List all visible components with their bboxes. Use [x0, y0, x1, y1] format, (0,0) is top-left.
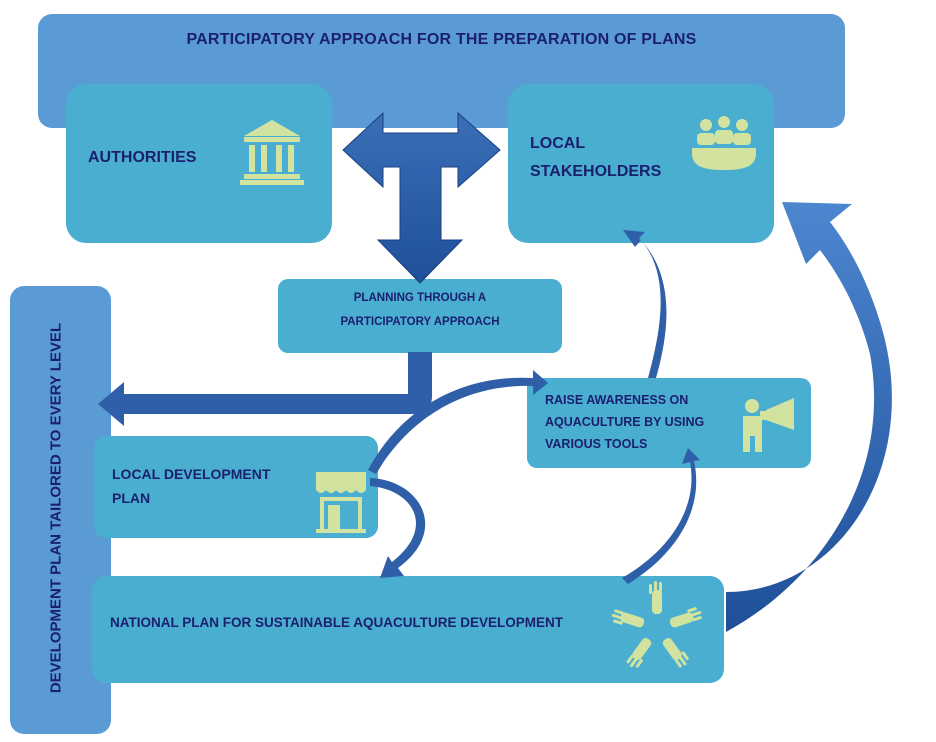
- localplan-to-awareness-arrow: [368, 370, 548, 474]
- raise-awareness-label-line3: VARIOUS TOOLS: [545, 437, 648, 451]
- local-plan-label-line2: PLAN: [112, 490, 151, 506]
- raise-awareness-label-line2: AQUACULTURE BY USING: [545, 415, 705, 429]
- t-double-arrow: [342, 111, 501, 284]
- joined-hands-icon: [611, 581, 702, 668]
- local-stakeholders-label-line1: LOCAL: [530, 135, 586, 152]
- planning-box: [278, 279, 562, 353]
- raise-awareness-label-line1: RAISE AWARENESS ON: [545, 393, 689, 407]
- national-plan-box: [92, 576, 724, 683]
- localplan-to-national-arrow: [370, 478, 426, 578]
- raise-awareness-box: [527, 378, 811, 468]
- planning-to-sidebar-arrow: [98, 352, 432, 426]
- authorities-label: AUTHORITIES: [88, 149, 197, 166]
- diagram-title: PARTICIPATORY APPROACH FOR THE PREPARATI…: [186, 31, 697, 48]
- national-to-awareness-arrow: [622, 448, 700, 584]
- national-to-stakeholders-arrow: [726, 202, 892, 632]
- planning-label-line1: PLANNING THROUGH A: [353, 292, 487, 304]
- local-stakeholders-label-line2: STAKEHOLDERS: [530, 163, 662, 180]
- authorities-box: [66, 84, 332, 243]
- national-plan-label: NATIONAL PLAN FOR SUSTAINABLE AQUACULTUR…: [110, 615, 563, 630]
- local-plan-label-line1: LOCAL DEVELOPMENT: [112, 466, 271, 482]
- planning-label-line2: PARTICIPATORY APPROACH: [340, 316, 500, 328]
- group-meeting-icon: [692, 116, 756, 170]
- awareness-to-stakeholders-arrow: [623, 230, 667, 378]
- megaphone-person-icon: [743, 398, 794, 452]
- government-building-icon: [240, 120, 304, 185]
- storefront-icon: [316, 472, 366, 533]
